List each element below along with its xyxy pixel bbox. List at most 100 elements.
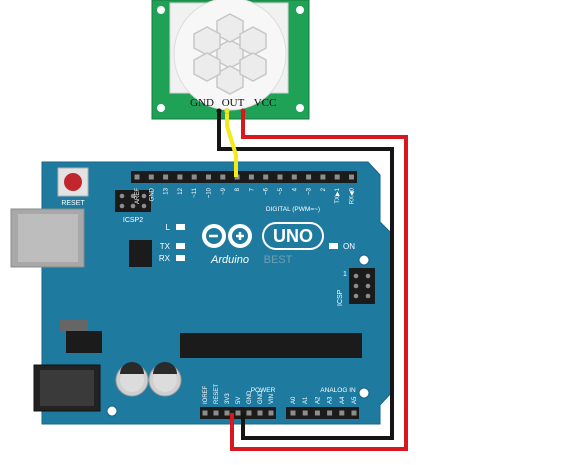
pin-label: A5	[352, 396, 358, 404]
header-pin	[277, 174, 283, 180]
header-pin	[202, 410, 208, 416]
sensor-mount-hole	[296, 6, 304, 14]
icsp-header	[349, 268, 375, 304]
pin-label: ~11	[192, 187, 198, 197]
pin-label: RX◀0	[350, 187, 356, 204]
pin-label: A2	[315, 396, 321, 404]
sensor-pin-label-gnd: GND	[190, 97, 214, 109]
usb-controller-chip	[129, 240, 152, 267]
wire-end	[224, 108, 230, 114]
pin-label: A1	[303, 396, 309, 404]
header-pin	[314, 410, 320, 416]
header-pin	[248, 174, 254, 180]
header-pin	[224, 410, 230, 416]
pin-label: 4	[292, 187, 298, 191]
analog-header	[286, 407, 359, 419]
on-label: ON	[343, 242, 355, 251]
icsp2-header	[115, 190, 151, 212]
led-label-rx: RX	[159, 254, 171, 263]
header-pin	[306, 174, 312, 180]
pin-label: GND	[149, 187, 155, 201]
pin-label: TX▶1	[335, 187, 341, 203]
usb-connector-face	[18, 214, 78, 262]
atmega-microcontroller	[180, 333, 362, 358]
pin-label: ~5	[278, 187, 284, 195]
pin-label: 12	[178, 187, 184, 194]
analog-pin-row	[290, 410, 357, 416]
pin-label: RESET	[214, 384, 220, 404]
pin-label: A3	[328, 396, 334, 404]
pin-label: GND	[258, 390, 264, 404]
reset-button	[57, 167, 89, 197]
wires	[216, 108, 408, 451]
led-label-tx: TX	[160, 242, 171, 251]
header-pin	[246, 410, 252, 416]
header-pin	[339, 410, 345, 416]
header-pin	[351, 410, 357, 416]
header-pin	[191, 174, 197, 180]
header-pin	[177, 174, 183, 180]
icsp-label: ICSP	[337, 289, 344, 306]
header-pin	[268, 410, 274, 416]
sensor-mount-hole	[157, 6, 165, 14]
uno-badge	[262, 222, 324, 250]
header-pin	[134, 174, 140, 180]
header-pin	[320, 174, 326, 180]
pin-label: 2	[321, 187, 327, 191]
pin-label: 13	[164, 187, 170, 194]
header-pin	[220, 174, 226, 180]
pin-label: AREF	[135, 188, 141, 204]
digital-pin-row	[134, 174, 354, 180]
sensor-mount-hole	[296, 104, 304, 112]
digital-header-label: DIGITAL (PWM=~)	[266, 206, 320, 213]
fresnel-lens-icon	[193, 13, 267, 95]
sensor-pin-label-vcc: VCC	[254, 97, 277, 109]
pin-label: A0	[291, 396, 297, 404]
led-tx	[176, 243, 185, 249]
board-mount-hole	[358, 387, 370, 399]
header-pin	[263, 174, 269, 180]
led-l	[176, 224, 185, 230]
pir-sensor-module: GND OUT VCC	[151, 0, 310, 120]
reset-button-cap	[64, 173, 82, 191]
pin-label: IOREF	[203, 385, 209, 404]
pin-label: A4	[340, 396, 346, 404]
wire-out-to-d2	[225, 111, 238, 177]
pin-label: VIN	[269, 394, 275, 404]
arduino-infinity-logo	[202, 224, 252, 248]
pin-label: 5V	[236, 397, 242, 404]
power-header-label: POWER	[251, 387, 276, 394]
wire-gnd-to-gnd	[217, 111, 394, 440]
wire-vcc-to-5v	[230, 111, 408, 451]
power-pin-row	[202, 410, 274, 416]
regulator-tab	[60, 320, 88, 331]
power-jack-face	[40, 370, 94, 406]
header-pin	[213, 410, 219, 416]
analog-pin-labels: A0 A1 A2 A3 A4 A5	[291, 396, 358, 404]
header-pin	[163, 174, 169, 180]
voltage-regulator	[66, 331, 102, 353]
led-on	[329, 243, 338, 249]
digital-header	[131, 171, 357, 183]
header-pin	[290, 410, 296, 416]
arduino-logo-text: Arduino	[210, 254, 249, 266]
icsp-pin-number: 1	[343, 271, 347, 278]
header-pin	[327, 410, 333, 416]
capacitor	[115, 362, 149, 397]
pin-label: 8	[235, 187, 241, 191]
watermark: BEST	[264, 254, 293, 266]
board-mount-hole	[358, 254, 370, 266]
pin-label: ~9	[221, 187, 227, 195]
pin-label: ~6	[264, 187, 270, 195]
header-pin	[349, 174, 354, 180]
pin-label: 3V3	[225, 393, 231, 404]
header-pin	[235, 410, 241, 416]
pin-label: 7	[249, 187, 255, 191]
reset-label: RESET	[61, 200, 85, 207]
wire-end	[216, 108, 222, 114]
header-pin	[206, 174, 211, 180]
header-pin	[291, 174, 297, 180]
